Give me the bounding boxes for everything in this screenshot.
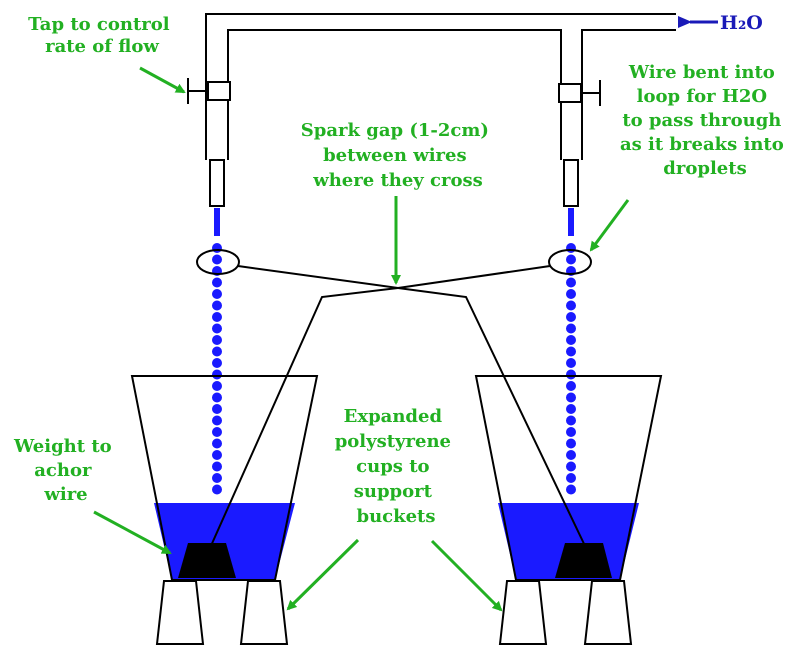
water-droplet [212, 404, 222, 414]
cup-arrow-right [430, 539, 503, 612]
right-nozzle [563, 159, 579, 207]
cup-supports [155, 580, 633, 645]
water-droplet [212, 254, 222, 265]
cups-label: Expanded polystyrene cups to support buc… [335, 406, 458, 527]
water-droplet [566, 323, 576, 334]
water-droplet [566, 358, 576, 368]
water-droplet [566, 392, 576, 403]
water-droplet [566, 473, 576, 483]
water-droplet [566, 277, 576, 288]
cup-left-2 [239, 580, 289, 645]
water-droplet [566, 484, 576, 495]
water-droplet [212, 450, 222, 460]
wires [196, 249, 592, 549]
water-droplet [212, 473, 222, 483]
water-droplet [212, 381, 222, 391]
water-label: H₂O [720, 12, 763, 34]
cup-left-1 [155, 580, 205, 645]
cup-right-1 [498, 580, 548, 645]
water-droplet [212, 323, 222, 334]
left-water-stream [214, 208, 220, 236]
water-droplet [212, 300, 222, 311]
weight-arrow [93, 510, 172, 555]
wire-loop-label: Wire bent into loop for H2O to pass thro… [620, 62, 790, 179]
wire-loop-arrow [589, 199, 630, 252]
right-weight [555, 543, 612, 578]
left-wire-loop [196, 249, 240, 275]
right-droplets [566, 243, 576, 495]
left-weight [178, 543, 236, 578]
water-droplet [212, 484, 222, 495]
water-droplet [566, 438, 576, 449]
cup-right-2 [583, 580, 633, 645]
water-droplet [212, 277, 222, 288]
water-droplet [566, 404, 576, 414]
water-droplet [566, 369, 576, 380]
water-droplet [566, 312, 576, 322]
water-droplet [566, 300, 576, 311]
water-droplet [212, 415, 222, 426]
right-tap [558, 80, 601, 106]
right-wire-loop [548, 249, 592, 275]
left-droplets [212, 243, 222, 495]
water-droplet [566, 254, 576, 265]
water-droplet [566, 381, 576, 391]
water-droplet [212, 289, 222, 299]
right-water-stream [568, 208, 574, 236]
annotation-arrows [93, 66, 630, 612]
wire-right-loop-to-left-bucket [209, 265, 551, 549]
left-nozzle [209, 159, 225, 207]
weight-label: Weight to achor wire [13, 436, 118, 505]
cup-arrow-left [286, 538, 360, 611]
water-droplet [212, 427, 222, 437]
water-droplet [566, 335, 576, 345]
spark-gap-label: Spark gap (1-2cm) between wires where th… [301, 120, 495, 191]
water-droplet [566, 289, 576, 299]
water-droplet [566, 450, 576, 460]
water-droplet [212, 461, 222, 472]
water-droplet [212, 243, 222, 253]
water-droplet [212, 358, 222, 368]
water-droplet [212, 369, 222, 380]
water-droplet [212, 438, 222, 449]
water-droplet [212, 392, 222, 403]
tap-arrow [139, 66, 186, 94]
water-droplet [566, 427, 576, 437]
tap-label: Tap to control rate of flow [28, 14, 176, 57]
water-droplet [566, 415, 576, 426]
water-droplet [566, 243, 576, 253]
water-droplet [212, 312, 222, 322]
water-droplet [566, 461, 576, 472]
water-droplet [212, 346, 222, 357]
wire-left-loop-to-right-bucket [237, 265, 587, 549]
left-tap [187, 78, 231, 104]
water-droplet [566, 346, 576, 357]
water-droplet [212, 335, 222, 345]
